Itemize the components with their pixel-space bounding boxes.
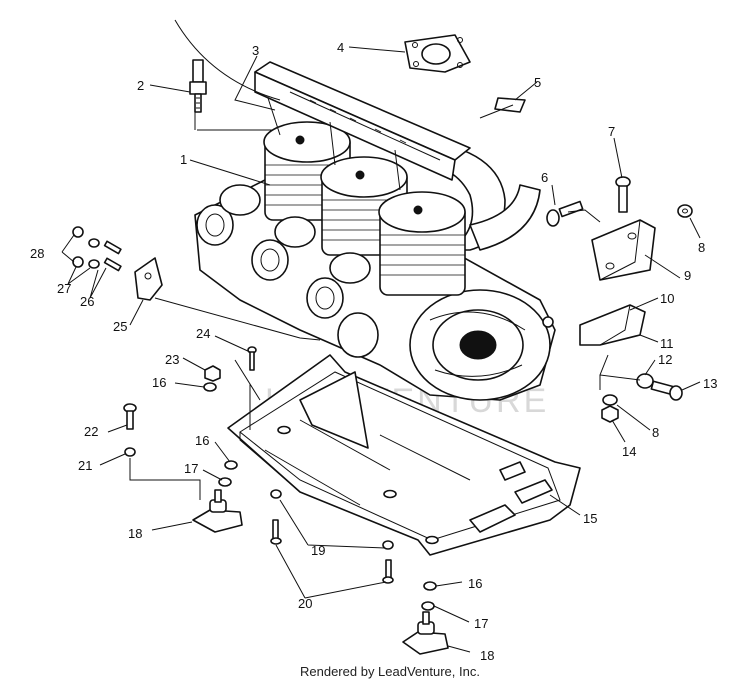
callout-27: 27 bbox=[57, 281, 71, 296]
intake-flanges bbox=[196, 184, 379, 358]
callout-17-a: 17 bbox=[184, 461, 198, 476]
mounting-plate bbox=[227, 354, 581, 556]
spark-plug bbox=[189, 59, 207, 113]
callout-3: 3 bbox=[252, 43, 259, 58]
callout-8-lower: 8 bbox=[652, 425, 659, 440]
bracket-9 bbox=[591, 219, 656, 281]
callout-15: 15 bbox=[583, 511, 597, 526]
callout-16-c: 16 bbox=[468, 576, 482, 591]
callout-23: 23 bbox=[165, 352, 179, 367]
callout-22: 22 bbox=[84, 424, 98, 439]
callout-1: 1 bbox=[180, 152, 187, 167]
washer-8-lower bbox=[602, 394, 618, 406]
callout-25: 25 bbox=[113, 319, 127, 334]
callout-9: 9 bbox=[684, 268, 691, 283]
cylinder-3 bbox=[378, 191, 466, 296]
washer-12 bbox=[636, 373, 654, 389]
callout-5: 5 bbox=[534, 75, 541, 90]
callout-4: 4 bbox=[337, 40, 344, 55]
callout-7: 7 bbox=[608, 124, 615, 139]
bolts-20 bbox=[270, 519, 394, 584]
leader-lines bbox=[61, 46, 701, 653]
bolt-7 bbox=[615, 176, 631, 213]
nut-14 bbox=[601, 405, 619, 423]
callout-6: 6 bbox=[541, 170, 548, 185]
bracket-11 bbox=[579, 304, 646, 346]
callout-21: 21 bbox=[78, 458, 92, 473]
coil-assembly bbox=[174, 19, 471, 191]
bracket-25 bbox=[134, 257, 163, 301]
callout-28: 28 bbox=[30, 246, 44, 261]
washer-8-top bbox=[677, 204, 693, 218]
callout-24: 24 bbox=[196, 326, 210, 341]
studs-26-27-28 bbox=[72, 226, 122, 272]
footer-credit: Rendered by LeadVenture, Inc. bbox=[300, 664, 480, 679]
callout-18-a: 18 bbox=[128, 526, 142, 541]
callout-20: 20 bbox=[298, 596, 312, 611]
washer-19 bbox=[270, 489, 394, 550]
bolt-22 bbox=[123, 403, 137, 430]
exhaust-gasket bbox=[404, 34, 471, 73]
callout-2: 2 bbox=[137, 78, 144, 93]
bolt-13 bbox=[650, 380, 683, 401]
callout-26: 26 bbox=[80, 294, 94, 309]
callout-14: 14 bbox=[622, 444, 636, 459]
bolt-6 bbox=[546, 200, 584, 227]
callout-16-a: 16 bbox=[152, 375, 166, 390]
bolt-24 bbox=[247, 346, 257, 371]
callout-labels: 2 3 4 5 1 7 6 8 9 10 11 12 13 8 14 15 28… bbox=[30, 40, 717, 663]
callout-8-top: 8 bbox=[698, 240, 705, 255]
callout-10: 10 bbox=[660, 291, 674, 306]
mount-18-left bbox=[192, 489, 243, 533]
callout-18-b: 18 bbox=[480, 648, 494, 663]
callout-17-b: 17 bbox=[474, 616, 488, 631]
mount-18-right bbox=[402, 581, 449, 655]
washer-21 bbox=[124, 447, 136, 457]
callout-11: 11 bbox=[660, 336, 674, 351]
callout-13: 13 bbox=[703, 376, 717, 391]
callout-19: 19 bbox=[311, 543, 325, 558]
engine-assembly bbox=[194, 121, 556, 401]
callout-12: 12 bbox=[658, 352, 672, 367]
callout-16-b: 16 bbox=[195, 433, 209, 448]
